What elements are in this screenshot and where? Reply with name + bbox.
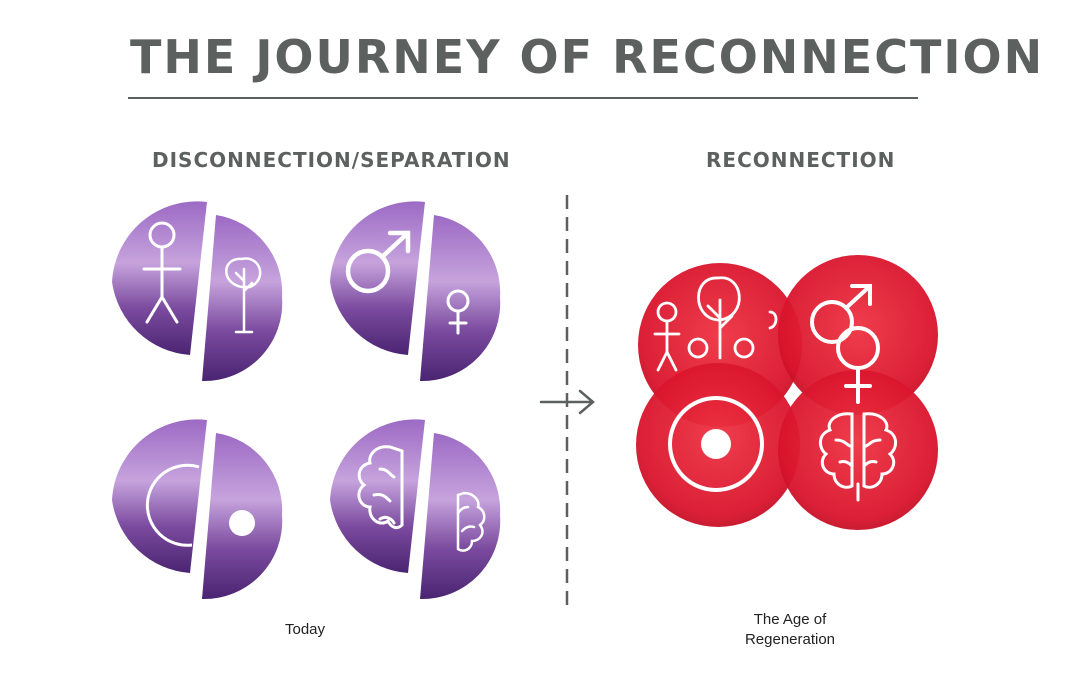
page-title: THE JOURNEY OF RECONNECTION	[130, 30, 1045, 84]
brain-icon	[357, 445, 404, 530]
caption-age-of-regeneration: The Age of Regeneration	[700, 610, 880, 650]
caption-line-2: Regeneration	[744, 631, 836, 648]
person-icon	[142, 221, 182, 324]
male-symbol-icon	[345, 230, 411, 294]
circle-icon	[145, 463, 200, 547]
split-circle-male-female	[330, 201, 501, 382]
tree-icon	[225, 257, 262, 334]
caption-today: Today	[284, 621, 326, 638]
person-tree-icon	[653, 276, 778, 372]
gender-union-icon	[810, 284, 880, 404]
circle-dot-icon	[668, 396, 764, 492]
split-circle-brains	[330, 419, 501, 600]
heading-disconnection: DISCONNECTION/SEPARATION	[152, 148, 511, 172]
female-symbol-icon	[446, 289, 470, 335]
heading-reconnection: RECONNECTION	[706, 148, 896, 172]
split-circle-ring-dot	[112, 419, 283, 600]
brain-union-icon	[819, 412, 897, 502]
dot-icon	[229, 510, 255, 536]
reconnected-cluster	[636, 255, 938, 530]
caption-line-1: The Age of	[753, 611, 827, 628]
title-underline	[128, 97, 918, 99]
brain-icon	[456, 491, 486, 552]
split-circle-person-tree	[112, 201, 283, 382]
arrow-right-icon	[539, 389, 595, 415]
